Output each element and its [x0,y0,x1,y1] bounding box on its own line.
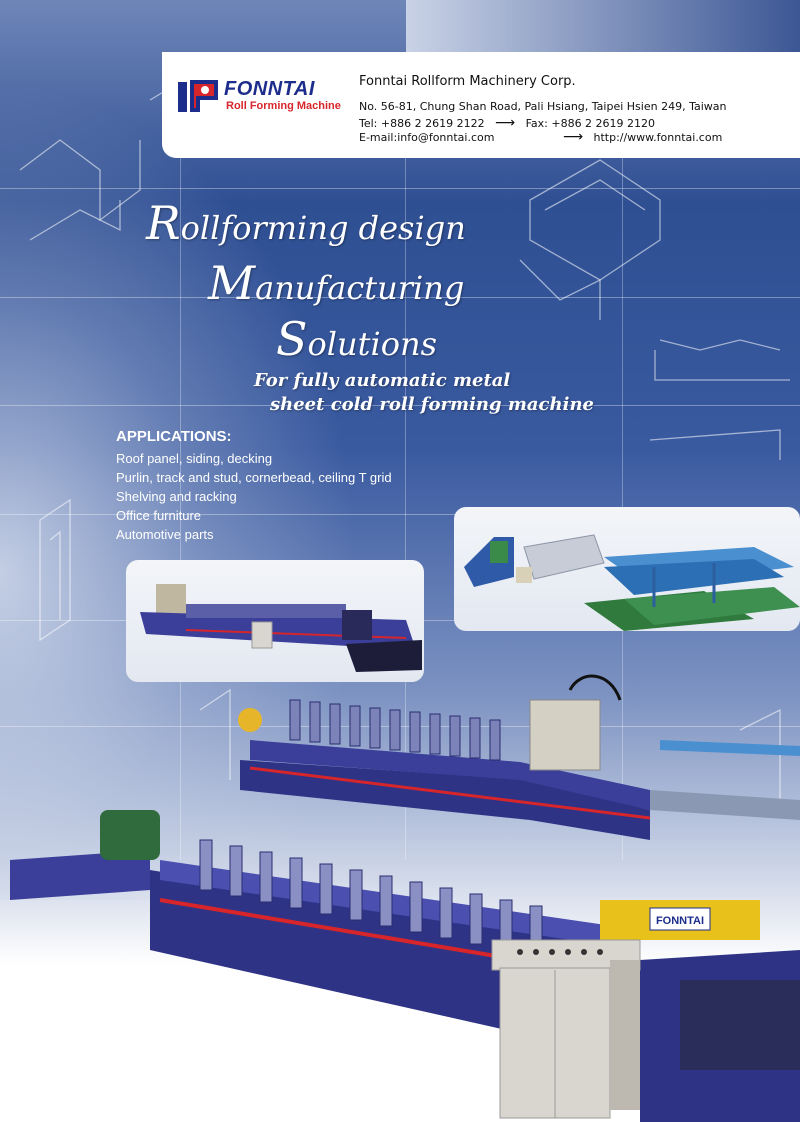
headline-line-2: Manufacturing [208,256,464,310]
arrow-icon: ⟶ [562,129,584,145]
application-item: Shelving and racking [116,489,237,504]
background-gridline [405,90,406,860]
machine-photo [464,534,800,631]
subheadline-line-1: For fully automatic metal [254,370,511,391]
company-logo[interactable]: FONNTAI Roll Forming Machine [178,76,343,116]
application-item: Purlin, track and stud, cornerbead, ceil… [116,470,392,485]
headline-initial: S [276,312,308,366]
roll-forming-machine-lower: FONNTAI [10,810,800,1122]
application-item: Automotive parts [116,527,214,542]
fax-number: Fax: +886 2 2619 2120 [525,117,656,130]
background-gridline [180,90,181,860]
email-link[interactable]: E-mail:info@fonntai.com [359,131,495,144]
machine-photo [140,584,422,672]
roll-forming-machine-upper [238,674,800,840]
top-gradient-band [406,0,800,52]
brand-tagline: Roll Forming Machine [226,100,341,112]
background-gridline [0,514,800,515]
application-item: Roof panel, siding, decking [116,451,273,466]
fonntai-logo-icon [178,80,218,112]
contact-web-row: E-mail:info@fonntai.com ⟶ http://www.fon… [359,129,722,145]
phone-number: Tel: +886 2 2619 2122 [359,117,485,130]
arrow-icon: ⟶ [495,115,516,131]
brand-name: FONNTAI [224,78,315,100]
headline-text: anufacturing [255,269,465,307]
headline-line-3: Solutions [276,312,437,366]
machine-photo-card [126,560,424,682]
website-link[interactable]: http://www.fonntai.com [593,131,723,144]
headline-line-1: Rollforming design [146,196,466,250]
company-address: No. 56-81, Chung Shan Road, Pali Hsiang,… [359,100,727,113]
headline-text: olutions [307,325,438,363]
headline-initial: M [208,256,256,310]
machine-brand-plate: FONNTAI [656,915,704,927]
header-bar: FONNTAI Roll Forming Machine Fonntai Rol… [162,52,800,158]
contact-phone-row: Tel: +886 2 2619 2122 ⟶ Fax: +886 2 2619… [359,115,655,131]
subheadline-line-2: sheet cold roll forming machine [270,394,594,415]
company-name: Fonntai Rollform Machinery Corp. [359,74,576,89]
background-gridline [0,297,800,298]
applications-title: APPLICATIONS: [116,428,232,445]
headline-text: ollforming design [180,209,466,247]
background-gridline [622,90,623,860]
headline-initial: R [146,196,181,250]
machine-photo-card [454,507,800,631]
background-gridline [0,405,800,406]
application-item: Office furniture [116,508,202,523]
background-gridline [0,188,800,189]
